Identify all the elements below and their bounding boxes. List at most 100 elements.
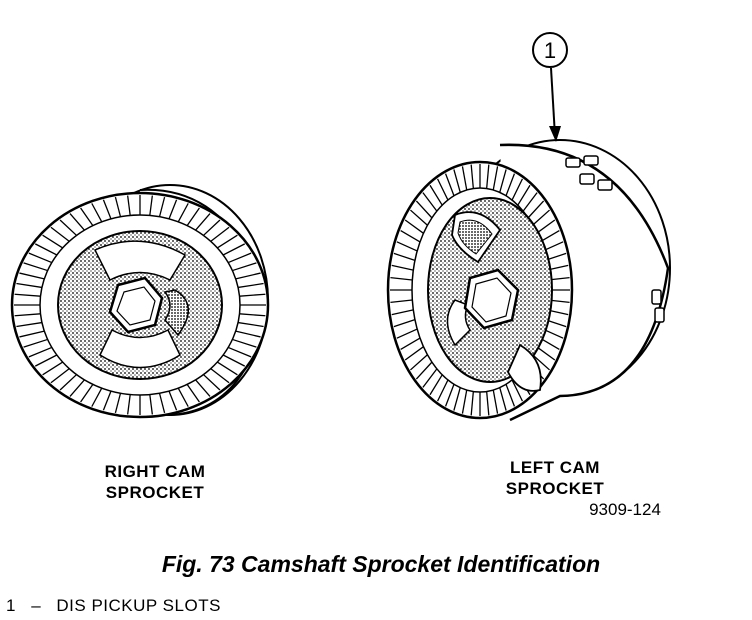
gear-tooth: [59, 374, 78, 391]
legend-number: 1: [6, 596, 16, 615]
gear-tooth: [227, 252, 252, 264]
gear-tooth: [80, 384, 94, 403]
gear-tooth: [453, 387, 461, 411]
gear-tooth: [23, 262, 48, 272]
gear-tooth: [177, 203, 189, 223]
gear-tooth: [505, 173, 516, 196]
gear-tooth: [436, 379, 449, 402]
callout-number: 1: [544, 38, 556, 63]
gear-tooth: [422, 368, 438, 388]
gear-tooth: [80, 207, 94, 226]
gear-tooth: [391, 309, 414, 316]
gear-tooth: [429, 374, 443, 396]
gear-tooth: [486, 391, 490, 416]
gear-tooth: [23, 338, 48, 348]
gear-tooth: [210, 368, 230, 384]
gear-tooth: [102, 199, 112, 220]
left-label-line1: LEFT CAM: [510, 458, 600, 477]
gear-tooth: [50, 226, 70, 242]
right-cam-sprocket: [10, 184, 270, 419]
gear-tooth: [227, 346, 252, 358]
gear-tooth: [91, 203, 103, 223]
gear-tooth: [34, 243, 58, 256]
gear-tooth: [195, 213, 211, 231]
gear-tooth: [505, 384, 516, 407]
gear-tooth: [149, 394, 153, 415]
gear-tooth: [14, 313, 41, 317]
gear-tooth: [216, 361, 238, 376]
left-label-line2: SPROCKET: [505, 479, 605, 498]
gear-tooth: [168, 390, 178, 411]
gear-tooth: [527, 200, 545, 219]
left-cam-sprocket: [386, 139, 671, 422]
gear-tooth: [16, 282, 43, 289]
dis-pickup-slots: [565, 155, 665, 323]
gear-tooth: [436, 178, 449, 201]
left-cam-sprocket-label: LEFT CAM SPROCKET: [470, 457, 640, 499]
figure-caption: Fig. 73 Camshaft Sprocket Identification: [161, 551, 601, 577]
gear-tooth: [486, 164, 490, 189]
gear-tooth: [422, 192, 438, 212]
gear-tooth: [444, 173, 455, 196]
gear-tooth: [536, 219, 556, 234]
gear-tooth: [429, 184, 443, 206]
gear-tooth: [186, 207, 200, 226]
gear-tooth: [237, 321, 264, 328]
gear-tooth: [127, 195, 131, 216]
gear-tooth: [232, 262, 257, 272]
gear-tooth: [492, 166, 499, 191]
gear-tooth: [536, 346, 556, 361]
gear-tooth: [158, 393, 166, 414]
gear-tooth: [91, 387, 103, 407]
gear-tooth: [232, 338, 257, 348]
gear-tooth: [195, 379, 211, 397]
gear-tooth: [19, 330, 45, 338]
gear-tooth: [409, 354, 428, 371]
gear-tooth: [28, 252, 53, 264]
gear-tooth: [461, 389, 468, 414]
gear-tooth: [499, 387, 507, 411]
gear-tooth: [158, 196, 166, 217]
gear-tooth-root: [39, 214, 241, 396]
gear-tooth: [127, 394, 131, 415]
gear-tooth: [532, 209, 551, 226]
gear-tooth: [16, 321, 43, 328]
gear-tooth: [114, 196, 122, 217]
gear-tooth: [177, 387, 189, 407]
gear-tooth: [470, 164, 474, 189]
gear-tooth: [511, 178, 524, 201]
gear-tooth: [69, 213, 85, 231]
gear-tooth: [393, 318, 416, 328]
right-label-line1: RIGHT CAM: [104, 462, 206, 481]
gear-tooth: [235, 272, 261, 280]
gear-tooth: [50, 368, 70, 384]
gear-tooth: [415, 200, 433, 219]
gear-tooth: [59, 219, 78, 236]
gear-tooth: [235, 330, 261, 338]
gear-tooth: [239, 313, 266, 317]
gear-tooth: [404, 346, 424, 361]
gear-tooth: [216, 234, 238, 249]
gear-tooth: [168, 199, 178, 220]
gear-tooth: [186, 384, 200, 403]
gear-tooth: [400, 337, 421, 350]
gear-tooth: [470, 391, 474, 416]
gear-tooth: [391, 264, 414, 271]
gear-tooth: [19, 272, 45, 280]
gear-tooth: [461, 166, 468, 191]
gear-tooth: [34, 354, 58, 367]
gear-tooth: [28, 346, 53, 358]
gear-tooth: [532, 354, 551, 371]
gear-tooth: [222, 354, 246, 367]
gear-tooth: [222, 243, 246, 256]
legend-text: DIS PICKUP SLOTS: [56, 596, 221, 615]
gear-tooth: [42, 234, 64, 249]
gear-tooth: [149, 195, 153, 216]
gear-tooth: [393, 252, 416, 262]
gear-tooth: [396, 328, 418, 339]
gear-tooth: [522, 192, 538, 212]
gear-tooth: [404, 219, 424, 234]
right-label-line2: SPROCKET: [105, 483, 205, 502]
gear-tooth: [239, 293, 266, 297]
